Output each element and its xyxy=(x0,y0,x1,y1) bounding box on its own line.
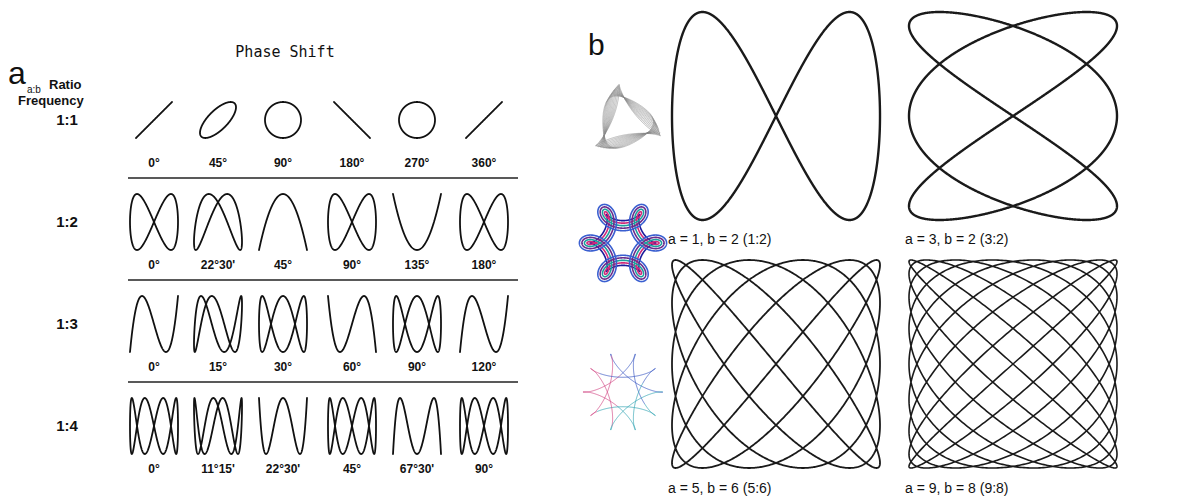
spirograph-curve xyxy=(602,90,658,148)
phase-label: 180° xyxy=(340,157,365,170)
lissajous-curve xyxy=(909,12,1117,220)
spirograph-curve xyxy=(600,368,656,383)
axis-title: Frequency xyxy=(18,94,84,108)
phase-label: 22°30' xyxy=(201,259,235,272)
lissajous-curve xyxy=(672,12,880,220)
lissajous-curve xyxy=(466,102,502,138)
phase-curves xyxy=(130,102,508,454)
spirograph-curve xyxy=(579,204,666,281)
phase-label: 22°30' xyxy=(266,463,300,476)
lissajous-curve xyxy=(460,398,508,454)
lissajous-curve xyxy=(130,296,178,352)
ratio-label: 1:3 xyxy=(56,316,78,333)
phase-label: 120° xyxy=(472,361,497,374)
lissajous-curve xyxy=(460,296,508,352)
ratio-label: 1:4 xyxy=(56,418,78,435)
lissajous-curve xyxy=(200,102,236,138)
lissajous-curve xyxy=(194,194,242,250)
phase-label: 30° xyxy=(274,361,292,374)
lissajous-curve xyxy=(399,102,435,138)
row-separator xyxy=(128,279,518,281)
ratio-label: 1:1 xyxy=(56,112,78,129)
lissajous-curve xyxy=(909,260,1117,468)
phase-label: 11°15' xyxy=(201,463,235,476)
spirograph-curve xyxy=(601,89,659,147)
row-separator xyxy=(128,177,518,179)
phase-label: 360° xyxy=(472,157,497,170)
lissajous-curve xyxy=(259,194,307,250)
curve-caption: a = 9, b = 8 (9:8) xyxy=(905,481,1009,496)
phase-label: 45° xyxy=(343,463,361,476)
lissajous-curve xyxy=(460,194,508,250)
phase-label: 45° xyxy=(209,157,227,170)
phase-label: 0° xyxy=(148,463,159,476)
spirograph-curve xyxy=(591,356,613,416)
lissajous-curve xyxy=(393,398,441,454)
row-separator xyxy=(128,381,518,383)
spirograph-curve xyxy=(597,404,655,416)
spirograph-curve xyxy=(617,383,643,430)
lissajous-curve xyxy=(130,194,178,250)
phase-label: 0° xyxy=(148,157,159,170)
phase-label: 90° xyxy=(343,259,361,272)
phase-label: 67°30' xyxy=(400,463,434,476)
phase-label: 90° xyxy=(274,157,292,170)
lissajous-curve xyxy=(194,398,242,454)
lissajous-curve xyxy=(136,102,172,138)
spirograph-curve xyxy=(598,87,659,147)
lissajous-curve xyxy=(194,296,242,352)
axis-title: Phase Shift xyxy=(235,44,334,61)
spirograph-curve xyxy=(587,212,659,275)
spirograph-curve xyxy=(597,86,660,147)
phase-label: 90° xyxy=(475,463,493,476)
lissajous-curve xyxy=(328,194,376,250)
panel-letter: b xyxy=(588,28,605,61)
spirograph-curve xyxy=(611,392,663,430)
spirograph-curve xyxy=(591,368,613,426)
axis-title: Ratio xyxy=(49,78,82,92)
lissajous-curve xyxy=(130,398,178,454)
lissajous-curve xyxy=(259,398,307,454)
phase-label: 60° xyxy=(343,361,361,374)
phase-label: 180° xyxy=(472,259,497,272)
curve-caption: a = 5, b = 6 (5:6) xyxy=(668,481,772,496)
lissajous-curve xyxy=(265,102,301,138)
curve-caption: a = 1, b = 2 (1:2) xyxy=(668,232,772,247)
phase-label: 0° xyxy=(148,259,159,272)
lissajous-curve xyxy=(393,296,441,352)
lissajous-curve xyxy=(259,296,307,352)
phase-label: 0° xyxy=(148,361,159,374)
phase-label: 45° xyxy=(274,259,292,272)
spirograph-figures xyxy=(579,84,666,430)
lissajous-curve xyxy=(328,296,376,352)
lissajous-curve xyxy=(393,194,441,250)
lissajous-curve xyxy=(334,102,370,138)
lissajous-curve xyxy=(672,260,880,468)
phase-label: 90° xyxy=(408,361,426,374)
lissajous-curve xyxy=(328,398,376,454)
spirograph-curve xyxy=(595,84,660,145)
phase-label: 15° xyxy=(209,361,227,374)
spirograph-curve xyxy=(620,354,644,404)
phase-label: 135° xyxy=(405,259,430,272)
phase-label: 270° xyxy=(405,157,430,170)
spirograph-curve xyxy=(583,375,620,406)
spirograph-curve xyxy=(584,209,661,276)
ratio-label: 1:2 xyxy=(56,214,78,231)
spirograph-curve xyxy=(600,88,659,147)
spirograph-curve xyxy=(582,207,664,279)
panel-letter: a xyxy=(8,56,26,91)
curve-caption: a = 3, b = 2 (3:2) xyxy=(905,232,1009,247)
